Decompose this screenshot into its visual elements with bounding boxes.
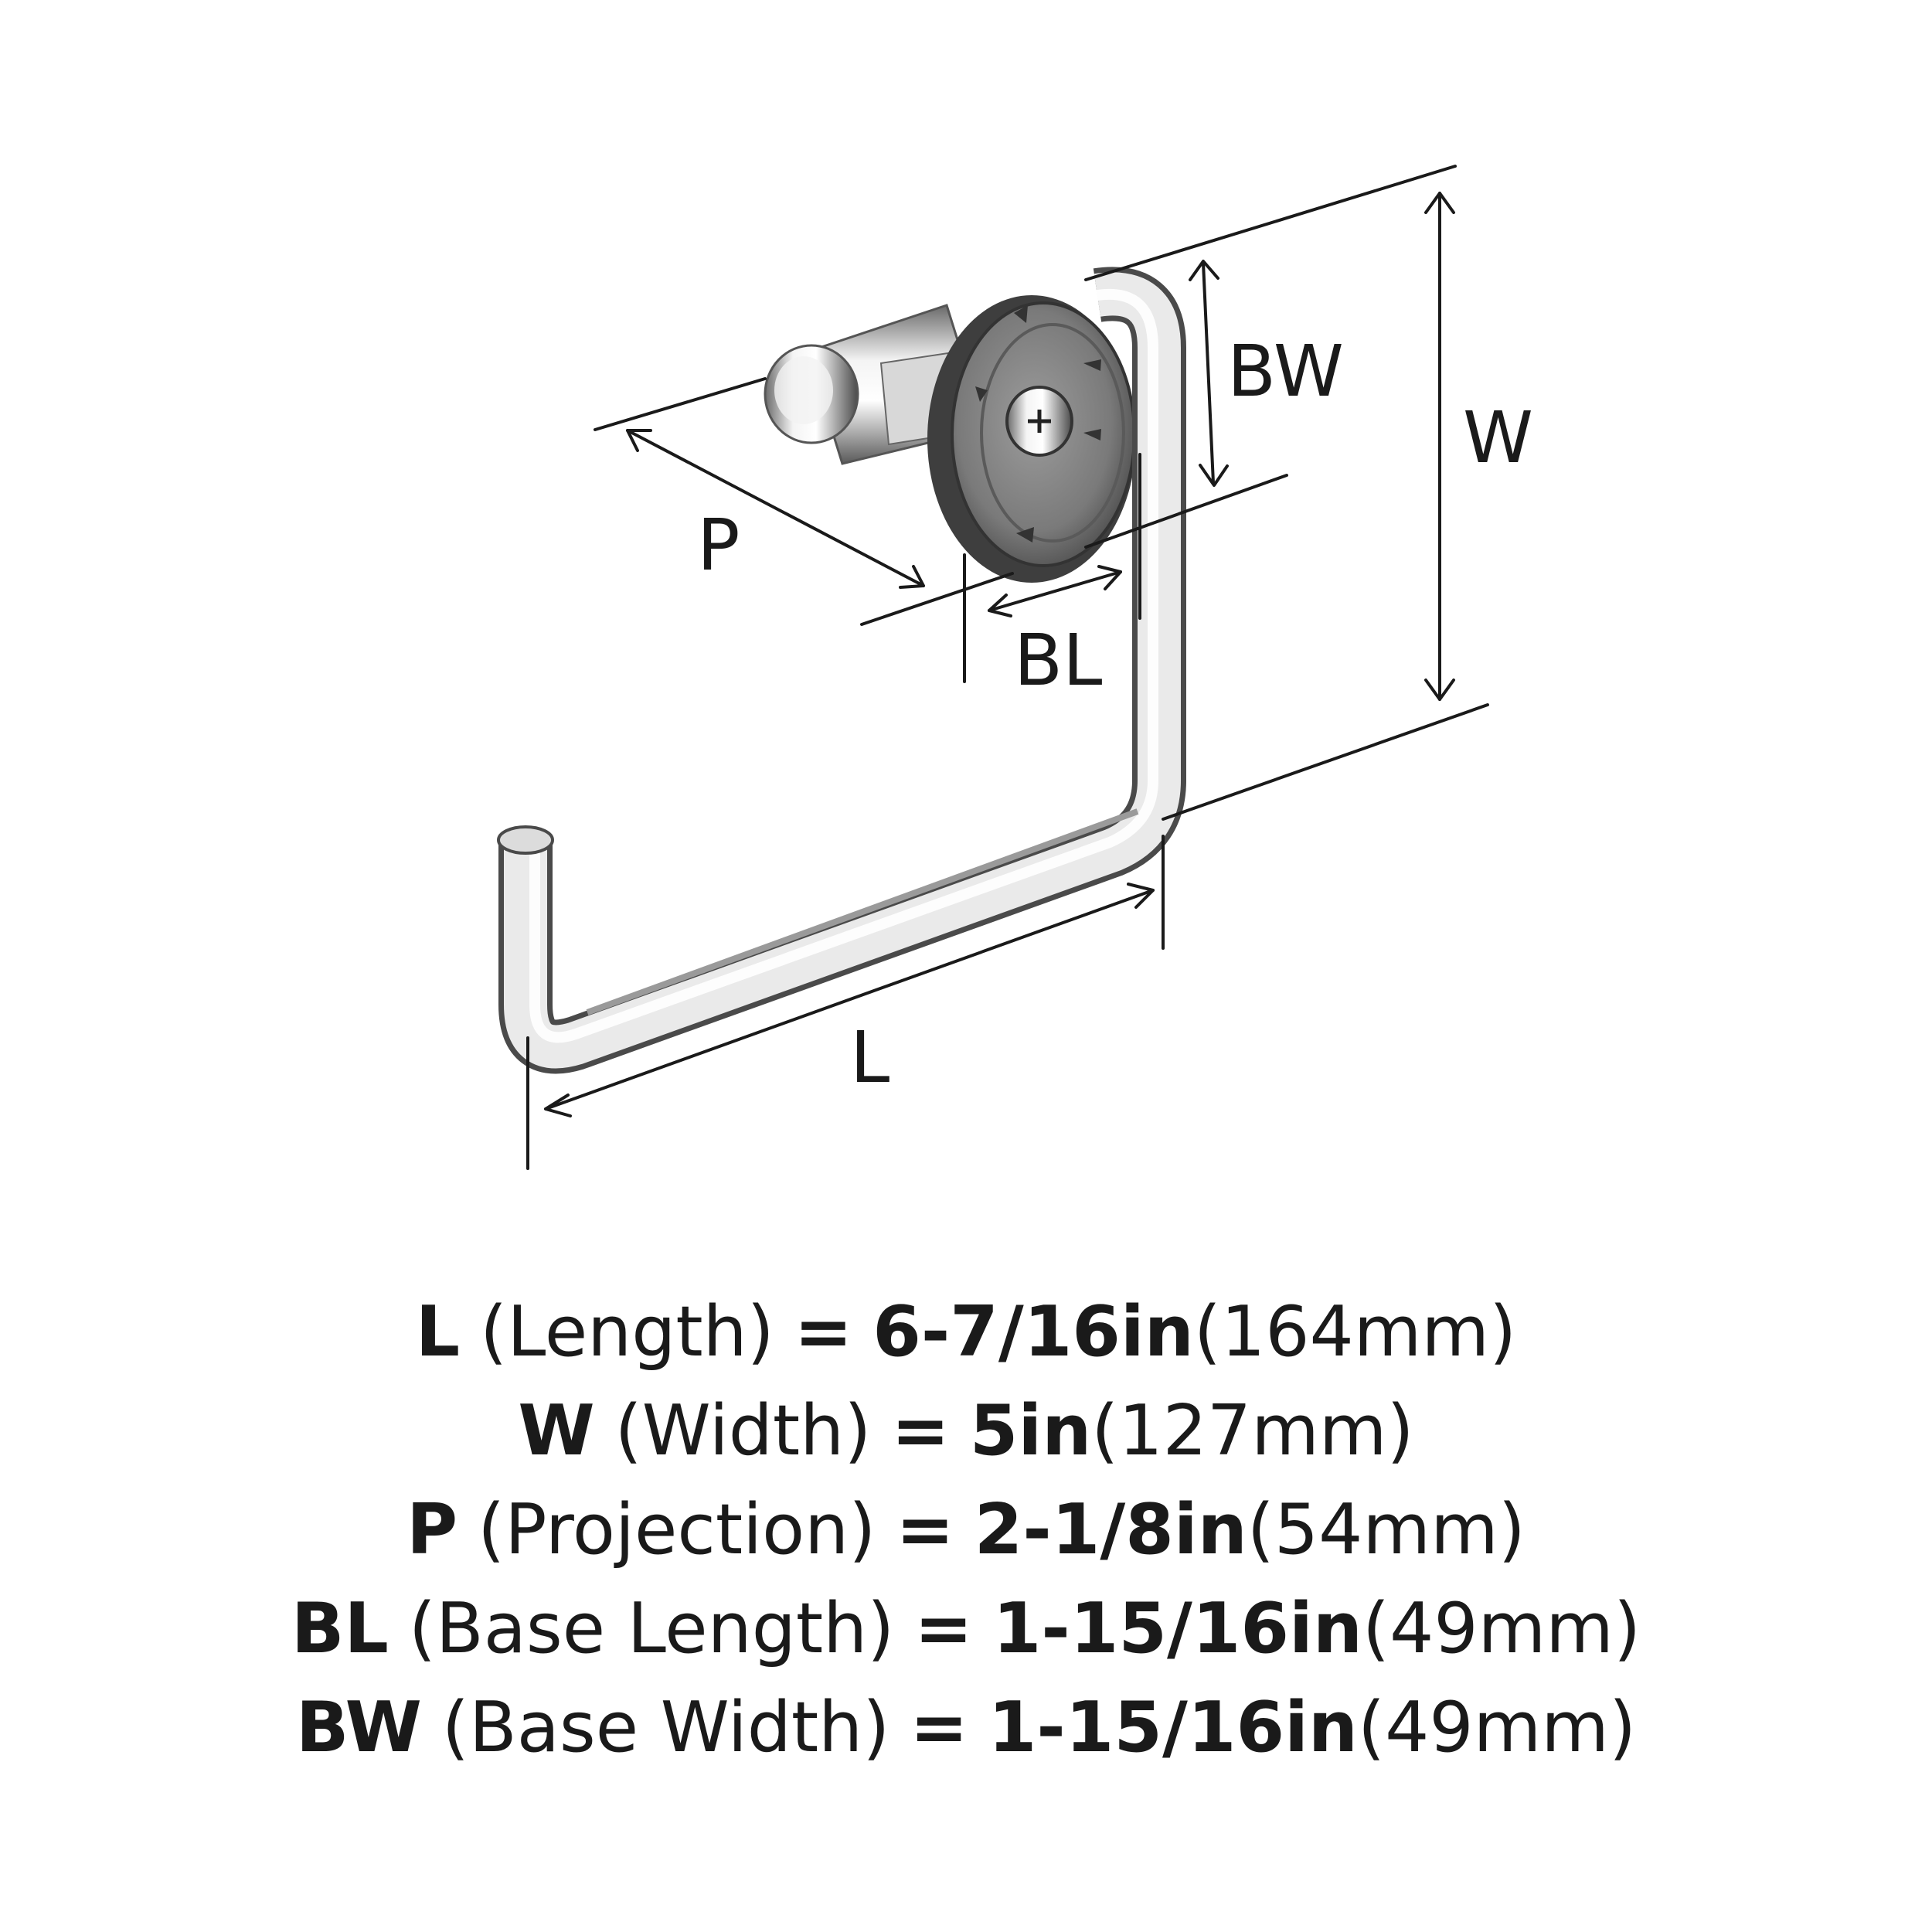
spec-row-base-length: BL (Base Length) = 1-15/16in (49mm): [0, 1580, 1932, 1679]
spec-imperial-value: 1-15/16in: [992, 1588, 1362, 1669]
dimension-label-group: BW W P BL L: [697, 330, 1533, 1099]
spec-code: P: [406, 1489, 458, 1570]
rod-arm: [497, 267, 1186, 1074]
spec-imperial-value: 1-15/16in: [988, 1687, 1358, 1768]
spec-row-projection: P (Projection) = 2-1/8in (54mm): [0, 1481, 1932, 1580]
spec-equals: =: [891, 1390, 950, 1471]
spec-equals: =: [794, 1291, 853, 1372]
specifications-list: L (Length) = 6-7/16in (164mm) W (Width) …: [0, 1283, 1932, 1777]
screw-icon: [1005, 386, 1073, 457]
spec-metric-value: (127mm): [1091, 1390, 1414, 1471]
spec-metric-value: (49mm): [1362, 1588, 1641, 1669]
dimension-lines: [526, 165, 1489, 1170]
spec-description: (Base Width): [441, 1687, 890, 1768]
dimension-label-p: P: [697, 504, 740, 587]
spec-metric-value: (54mm): [1247, 1489, 1526, 1570]
spec-row-base-width: BW (Base Width) = 1-15/16in (49mm): [0, 1679, 1932, 1777]
paper-holder-illustration: [497, 267, 1186, 1074]
spec-row-width: W (Width) = 5in (127mm): [0, 1382, 1932, 1481]
dimension-label-l: L: [850, 1016, 889, 1099]
spec-equals: =: [914, 1588, 973, 1669]
dimension-label-w: W: [1463, 396, 1533, 479]
spec-imperial-value: 5in: [969, 1390, 1092, 1471]
spec-code: BL: [291, 1588, 389, 1669]
spec-equals: =: [910, 1687, 968, 1768]
spec-imperial-value: 2-1/8in: [974, 1489, 1247, 1570]
spec-metric-value: (164mm): [1193, 1291, 1517, 1372]
spec-imperial-value: 6-7/16in: [872, 1291, 1194, 1372]
spec-equals: =: [896, 1489, 954, 1570]
spec-row-length: L (Length) = 6-7/16in (164mm): [0, 1283, 1932, 1382]
spec-code: L: [415, 1291, 461, 1372]
spec-description: (Base Length): [408, 1588, 895, 1669]
spec-code: W: [518, 1390, 595, 1471]
dimension-label-bl: BL: [1014, 619, 1102, 702]
spec-description: (Projection): [478, 1489, 876, 1570]
spec-code: BW: [295, 1687, 422, 1768]
spec-metric-value: (49mm): [1358, 1687, 1637, 1768]
spec-description: (Length): [480, 1291, 774, 1372]
product-dimension-diagram: BW W P BL L: [497, 165, 1533, 1170]
dimension-label-bw: BW: [1227, 330, 1344, 413]
spec-description: (Width): [614, 1390, 872, 1471]
